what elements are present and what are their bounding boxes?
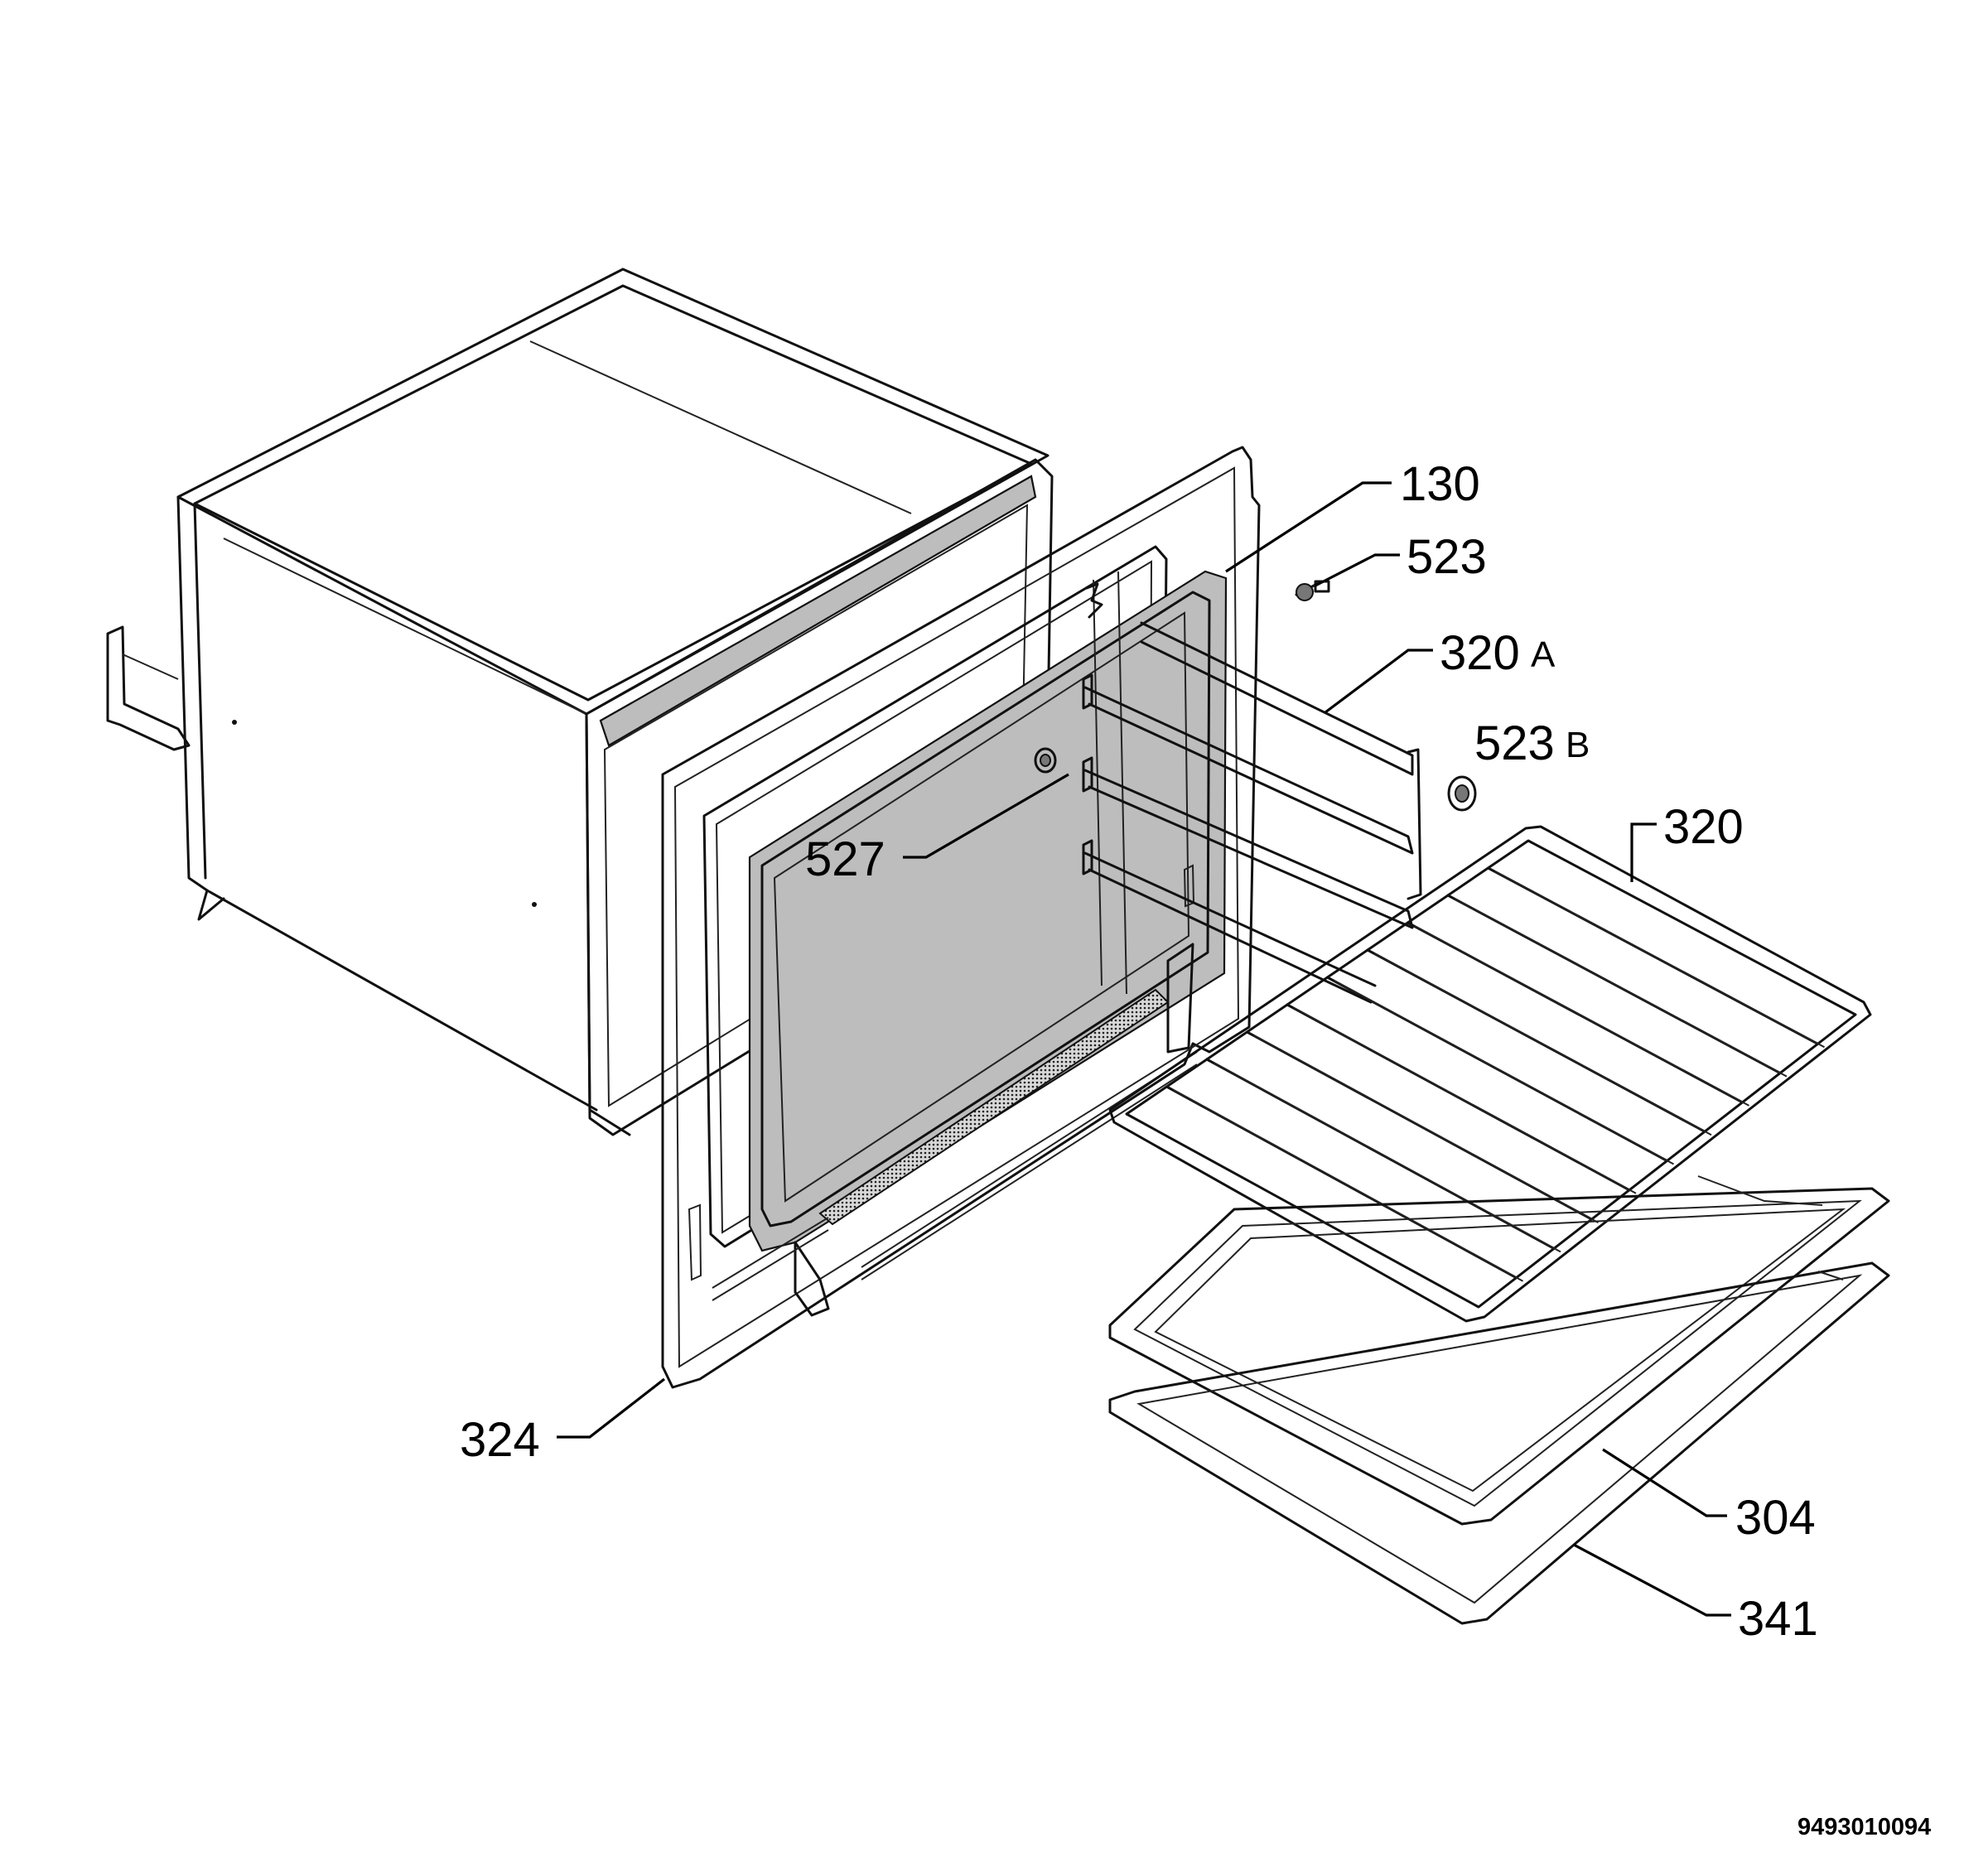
callout-523: 523 [1407,530,1487,584]
baking-tray [1108,1175,1890,1526]
screw-523 [1295,580,1330,601]
callout-labels: 130 523 320 A 523 B 320 527 324 304 341 … [460,457,1931,1840]
leader-lines [557,481,1731,1617]
callout-304: 304 [1735,1491,1816,1545]
callout-523b-suffix: B [1566,725,1590,765]
callout-320a-suffix: A [1531,634,1556,675]
oven-frame [661,446,1261,1389]
callout-527: 527 [805,832,885,886]
wire-shelf [1108,825,1872,1323]
shelf-wire-shadow [1414,925,1749,1107]
shelf-wire-shadow [1334,980,1674,1165]
callout-130: 130 [1400,457,1480,511]
shelf-wire-shadow [1293,1007,1637,1194]
callout-324: 324 [460,1413,540,1467]
fastener-knob-527 [1034,747,1057,774]
shelf-wire-shadow [1253,1035,1599,1223]
callout-320a-number: 320 [1440,626,1520,680]
shelf-wire-shadow [1454,898,1788,1078]
document-number: 9493010094 [1797,1814,1931,1840]
grill-pan [1108,1261,1890,1625]
callout-523b-number: 523 [1474,716,1555,770]
callout-320: 320 [1663,800,1744,854]
shelf-wire-shadow [1213,1062,1561,1253]
shelf-wire-shadow [1373,953,1712,1136]
nut-523b [1447,775,1477,812]
shelf-wire-shadow [1494,871,1825,1049]
shelf-wire-shadow [1173,1089,1523,1282]
callout-341: 341 [1738,1592,1818,1646]
